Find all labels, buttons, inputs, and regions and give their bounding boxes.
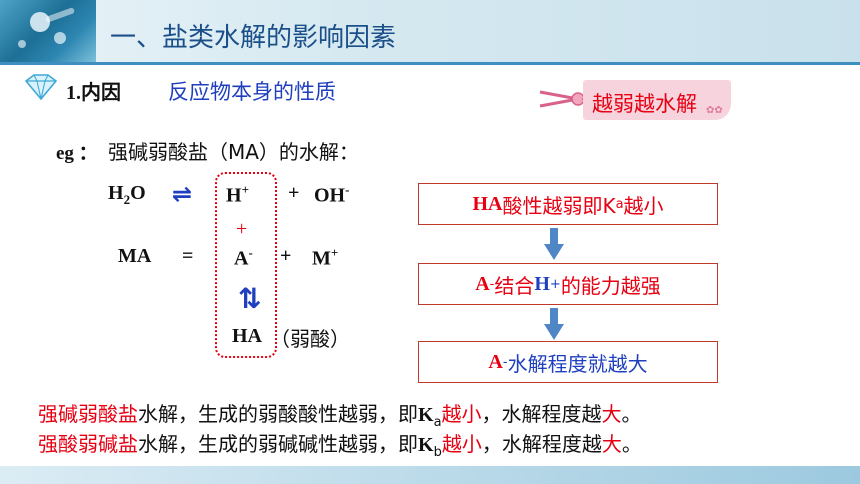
salt-formula: MA [118, 245, 152, 267]
flower-icon: ✿✿ [706, 105, 723, 116]
water-formula: H2O [108, 182, 146, 207]
dotted-highlight-box [215, 172, 277, 358]
equilibrium-arrow: ⇌ [172, 180, 193, 208]
down-arrow-icon-1 [544, 228, 564, 260]
tag-text: 越弱越水解 [592, 92, 697, 116]
equals-sign: = [182, 245, 194, 267]
down-arrow-icon-2 [544, 308, 564, 340]
hydrogen-ion: H+ [226, 182, 249, 207]
header-logo-image [0, 0, 96, 62]
header-divider [0, 62, 860, 65]
summary-line-1: 强碱弱酸盐水解，生成的弱酸酸性越弱，即Ka越小，水解程度越大。 [38, 402, 642, 430]
cation: M+ [312, 245, 339, 270]
weak-acid-label: （弱酸） [270, 327, 350, 351]
section-label: 1.内因 [66, 82, 121, 104]
plus-sign-1: + [288, 182, 300, 204]
page-title: 一、盐类水解的影响因素 [110, 23, 397, 53]
box-hydrolysis-degree: A-水解程度就越大 [418, 341, 718, 383]
eg-label: eg ： [56, 143, 98, 164]
plus-sign-2: + [280, 245, 292, 267]
lab-glassware-icon [18, 7, 75, 48]
tag-card [583, 80, 731, 120]
diamond-icon [24, 74, 58, 101]
anion: A- [234, 245, 253, 270]
reversible-arrow: ⇅ [238, 282, 262, 315]
weak-acid-formula: HA [232, 325, 262, 347]
header-band [0, 0, 860, 62]
summary-line-2: 强酸弱碱盐水解，生成的弱碱碱性越弱，即Kb越小，水解程度越大。 [38, 432, 642, 460]
combine-plus-sign: + [236, 218, 248, 240]
hydroxide-ion: OH- [314, 182, 350, 207]
section-description: 反应物本身的性质 [168, 80, 336, 104]
footer-band [0, 466, 860, 484]
eg-text: 强碱弱酸盐（MA）的水解： [108, 140, 359, 164]
